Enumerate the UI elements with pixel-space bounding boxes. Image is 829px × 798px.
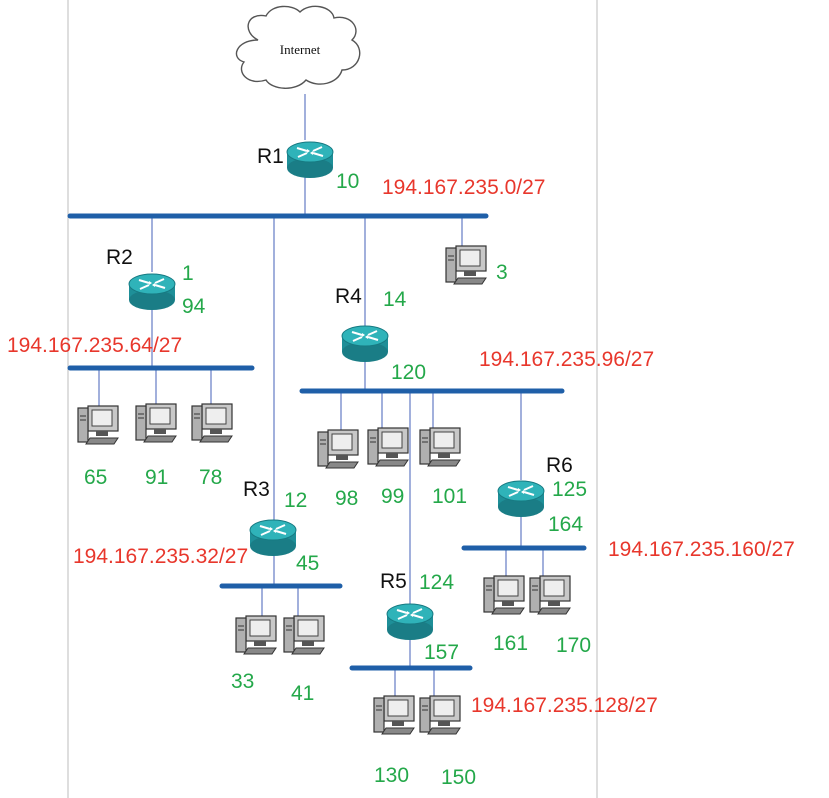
router-r1-icon[interactable]	[286, 141, 334, 179]
router-r6-label: R6	[546, 454, 573, 477]
router-r5-address-1: 124	[419, 571, 454, 594]
router-r1-label: R1	[257, 145, 284, 168]
internet-label: Internet	[280, 42, 321, 57]
router-r3-address-1: 12	[284, 489, 307, 512]
pc-icon[interactable]	[483, 575, 525, 615]
internet-cloud-icon: Internet	[235, 5, 361, 89]
host-label: 130	[374, 764, 409, 787]
router-r5-icon[interactable]	[386, 603, 434, 641]
pc-icon[interactable]	[77, 405, 119, 445]
host-label: 161	[493, 632, 528, 655]
pc-icon[interactable]	[191, 403, 233, 443]
router-r2-icon[interactable]	[128, 273, 176, 311]
network-label-32: 194.167.235.32/27	[73, 545, 248, 568]
network-label-0: 194.167.235.0/27	[382, 176, 546, 199]
router-r6-address-1: 125	[552, 478, 587, 501]
pc-icon[interactable]	[317, 429, 359, 469]
router-r2-label: R2	[106, 246, 133, 269]
router-r4-address-2: 120	[391, 361, 426, 384]
router-r3-icon[interactable]	[249, 519, 297, 557]
host-label: 91	[145, 466, 168, 489]
links	[98, 94, 544, 700]
router-r1-address: 10	[336, 170, 359, 193]
host-label: 78	[199, 466, 222, 489]
network-label-96: 194.167.235.96/27	[479, 348, 654, 371]
network-label-64: 194.167.235.64/27	[7, 334, 182, 357]
router-r3-address-2: 45	[296, 552, 319, 575]
router-r3-label: R3	[243, 478, 270, 501]
host-label: 98	[335, 487, 358, 510]
pc-icon[interactable]	[419, 427, 461, 467]
pc-icon[interactable]	[373, 695, 415, 735]
pc-icon[interactable]	[367, 427, 409, 467]
pc-icon[interactable]	[135, 403, 177, 443]
pc-icon[interactable]	[445, 245, 487, 285]
router-r5-label: R5	[380, 570, 407, 593]
router-r4-address-1: 14	[383, 288, 407, 311]
router-r5-address-2: 157	[424, 641, 459, 664]
pc-icon[interactable]	[419, 695, 461, 735]
host-label: 3	[496, 261, 508, 284]
router-r4-icon[interactable]	[341, 325, 389, 363]
host-label: 99	[381, 485, 404, 508]
router-r2-address-2: 94	[182, 295, 206, 318]
network-label-160: 194.167.235.160/27	[608, 538, 795, 561]
network-label-128: 194.167.235.128/27	[471, 694, 658, 717]
pc-icon[interactable]	[283, 615, 325, 655]
router-r4-label: R4	[335, 285, 362, 308]
host-label: 33	[231, 670, 254, 693]
router-r6-address-2: 164	[548, 513, 583, 536]
router-r2-address-1: 1	[182, 262, 194, 285]
pc-icon[interactable]	[529, 575, 571, 615]
host-label: 65	[84, 466, 107, 489]
host-label: 150	[441, 766, 476, 789]
host-label: 170	[556, 634, 591, 657]
router-r6-icon[interactable]	[497, 480, 545, 518]
host-label: 41	[291, 682, 314, 705]
pc-icon[interactable]	[235, 615, 277, 655]
host-label: 101	[432, 485, 467, 508]
